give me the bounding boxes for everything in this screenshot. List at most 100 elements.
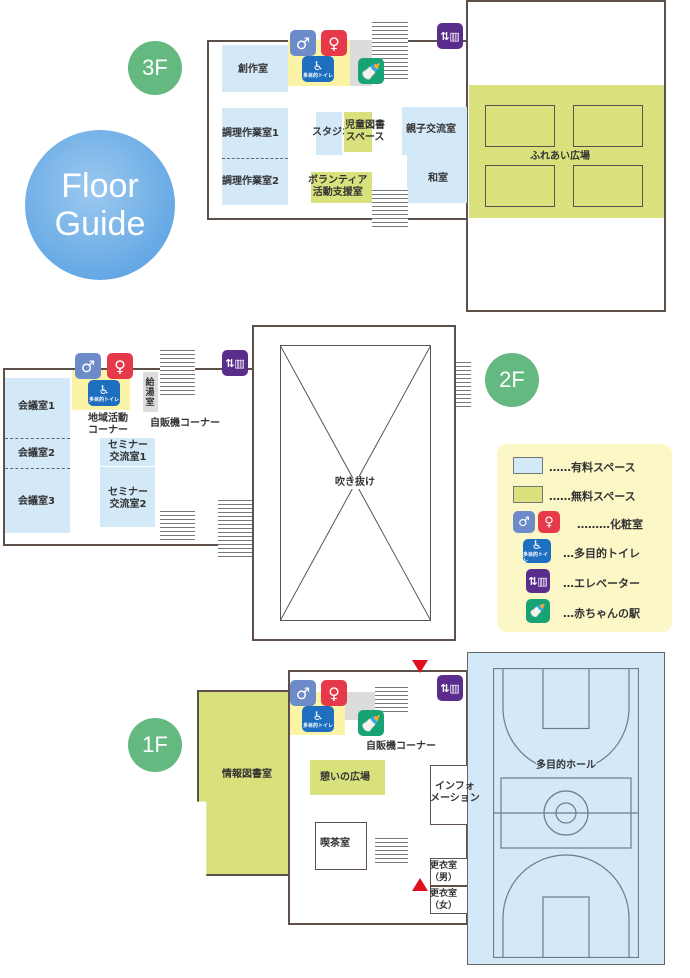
label-info: インフォメーション [430,781,480,805]
label-koui-men-1: 更衣室 [430,861,458,871]
accessible-restroom-icon: ♿多目的トイレ [523,538,551,564]
label-volunteer-2: 活動支援室 [312,187,363,198]
room-divider [5,468,70,469]
label-joho: 情報図書室 [222,769,272,780]
stairs [160,348,195,398]
fureai-area [573,165,643,207]
label-seminar2-b: 交流室2 [109,499,147,510]
accessible-label: 多目的トイレ [302,73,333,79]
label-seminar2-a: セミナー [108,487,148,498]
label-chiiki-2: コーナー [88,425,128,436]
female-restroom-icon: ♀ [538,511,560,533]
label-fureai: ふれあい広場 [530,151,590,162]
entrance-arrow-icon [412,660,428,673]
room-divider [222,158,288,159]
floor-badge-2f: 2F [485,353,539,407]
accessible-label: 多目的トイレ [302,723,333,729]
label-jihanki-2f: 自販機コーナー [150,418,220,429]
fureai-area [485,165,555,207]
label-ikoi: 憩いの広場 [320,772,370,783]
label-info-1: インフォ [435,781,475,792]
label-chiiki-1: 地域活動 [88,413,128,424]
accessible-label: 多目的トイレ [88,397,119,403]
room-ikoi [310,760,385,795]
room-oyako [402,107,467,155]
legend-paid-swatch [513,457,543,474]
male-restroom-icon: ♂ [513,511,535,533]
legend-accessible: …多目的トイレ [563,547,640,560]
label-seminar2: セミナー交流室2 [108,487,148,511]
legend: ……有料スペース ……無料スペース ♂ ♀ ………化粧室 ♿多目的トイレ …多目… [497,444,672,632]
floor-badge-3f: 3F [128,41,182,95]
label-chiiki: 地域活動コーナー [88,413,128,437]
label-hall: 多目的ホール [536,760,596,772]
female-restroom-icon: ♀ [321,680,347,706]
female-restroom-icon: ♀ [107,353,133,379]
label-jidou-1: 児童図書 [345,120,385,131]
legend-restroom: ………化粧室 [577,518,643,531]
room-jidou [344,112,372,152]
room-studio [316,112,342,155]
label-oyako: 親子交流室 [406,124,456,135]
label-jidou-2: スペース [345,132,385,143]
label-seminar1-a: セミナー [108,440,148,451]
baby-station-icon: 🍼 [358,58,384,84]
female-restroom-icon: ♀ [321,30,347,56]
label-jihanki-1f: 自販機コーナー [366,741,436,752]
label-volunteer: ボランティア活動支援室 [308,175,367,199]
label-volunteer-1: ボランティア [308,175,368,186]
elevator-icon: ⇅▥ [437,675,463,701]
room-seminar2 [100,467,155,527]
elevator-icon: ⇅▥ [526,569,550,593]
room-chouri1 [222,108,288,205]
stairs [218,500,252,560]
accessible-restroom-icon: ♿多目的トイレ [302,56,334,82]
label-fukinuke: 吹き抜け [333,477,377,489]
elevator-icon: ⇅▥ [222,350,248,376]
label-kaigi1: 会議室1 [18,401,55,412]
label-washitsu: 和室 [428,173,448,184]
baby-station-icon: 🍼 [358,710,384,736]
legend-free: ……無料スペース [549,490,636,503]
label-info-2: メーション [430,793,480,804]
room-info [430,765,468,825]
label-kissa: 喫茶室 [320,838,350,849]
legend-elevator: …エレベーター [563,577,640,590]
room-hall [467,652,665,965]
stairs [372,188,408,230]
title-line1: Floor [61,167,139,205]
label-kyuto: 給湯室 [145,378,155,408]
label-seminar1-b: 交流室1 [109,452,147,463]
room-sousaku [222,45,288,92]
legend-free-swatch [513,486,543,503]
stairs [160,508,195,543]
label-koui-women-1: 更衣室 [430,889,458,899]
basketball-court [493,668,639,958]
room-washitsu [407,155,467,203]
entrance-arrow-icon [412,878,428,891]
stairs [455,360,471,410]
label-seminar1: セミナー交流室1 [108,440,148,464]
room-divider [5,438,70,439]
label-jidou: 児童図書スペース [345,120,385,144]
label-chouri1: 調理作業室1 [222,128,279,139]
accessible-restroom-icon: ♿多目的トイレ [88,380,120,406]
room-kissa [315,822,367,870]
room-joho [197,690,290,876]
stairs [375,838,408,866]
label-sousaku: 創作室 [238,64,268,75]
accessible-restroom-icon: ♿多目的トイレ [302,706,334,732]
male-restroom-icon: ♂ [290,30,316,56]
floor-badge-1f: 1F [128,718,182,772]
accessible-label: 多目的トイレ [523,552,549,564]
room-seminar1 [100,438,155,466]
room-kaigi [5,378,70,533]
label-kaigi3: 会議室3 [18,496,55,507]
kyuto-room [143,372,158,412]
male-restroom-icon: ♂ [75,353,101,379]
room-fureai [469,85,664,218]
legend-baby: …赤ちゃんの駅 [563,607,640,620]
fureai-area [485,105,555,147]
label-kaigi2: 会議室2 [18,448,55,459]
label-koui-women-2: （女） [430,901,458,911]
